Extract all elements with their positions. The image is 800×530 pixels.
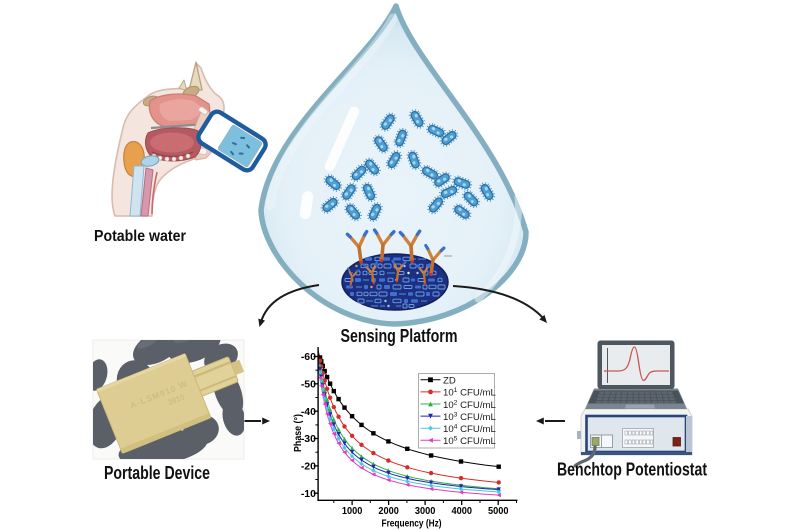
svg-text:Sensing Platform: Sensing Platform <box>341 326 458 346</box>
svg-text:5000: 5000 <box>488 505 509 517</box>
svg-text:-60: -60 <box>301 351 316 363</box>
svg-text:-30: -30 <box>301 433 316 445</box>
svg-text:Phase (°): Phase (°) <box>292 414 304 452</box>
svg-text:2000: 2000 <box>378 505 399 517</box>
svg-text:Potable water: Potable water <box>94 228 186 245</box>
svg-text:101 CFU/mL: 101 CFU/mL <box>443 387 496 399</box>
svg-text:-10: -10 <box>301 488 316 500</box>
svg-text:104 CFU/mL: 104 CFU/mL <box>443 424 496 436</box>
svg-text:Benchtop Potentiostat: Benchtop Potentiostat <box>557 460 707 480</box>
svg-text:-20: -20 <box>301 461 316 473</box>
svg-text:Frequency (Hz): Frequency (Hz) <box>382 518 442 530</box>
svg-text:1000: 1000 <box>342 505 363 517</box>
svg-text:-50: -50 <box>301 378 316 390</box>
svg-text:102 CFU/mL: 102 CFU/mL <box>443 399 496 411</box>
svg-text:4000: 4000 <box>451 505 472 517</box>
svg-text:-40: -40 <box>301 406 316 418</box>
svg-text:3000: 3000 <box>415 505 436 517</box>
svg-text:ZD: ZD <box>443 376 456 387</box>
svg-text:Portable Device: Portable Device <box>104 463 210 483</box>
svg-text:103 CFU/mL: 103 CFU/mL <box>443 411 496 423</box>
svg-text:105 CFU/mL: 105 CFU/mL <box>443 436 496 448</box>
